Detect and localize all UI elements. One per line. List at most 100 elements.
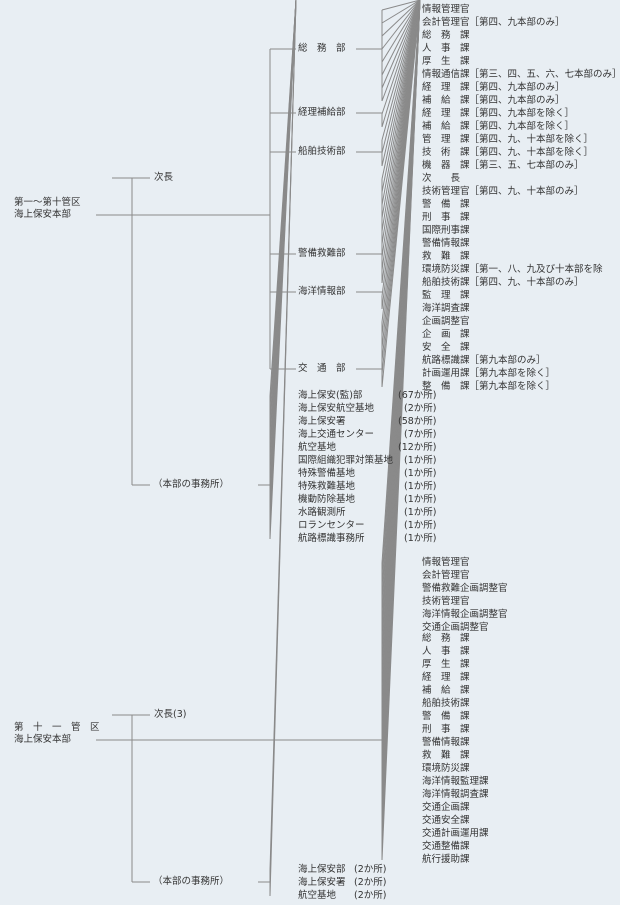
local-offices-label-2: （本部の事務所） [153, 876, 230, 887]
office-name: 海上保安(監)部 [298, 390, 363, 401]
koutsuu-item: 計画運用課［第九本部を除く］ [422, 368, 556, 379]
staff-item: 海洋情報企画調整官 [422, 609, 508, 620]
root-node-1-line2: 海上保安本部 [14, 209, 72, 220]
root-node-1-line1: 第一～第十管区 [14, 197, 81, 208]
staff-item: 情報管理官 [422, 557, 470, 568]
soumu-item: 情報管理官 [422, 4, 470, 15]
office-count: (58か所) [398, 416, 437, 427]
office-name: 水路観測所 [298, 507, 346, 518]
office-name: 航空基地 [298, 442, 337, 453]
keibi-item: 刑 事 課 [422, 212, 470, 223]
local-offices-label-1: （本部の事務所） [153, 479, 230, 490]
division-item: 環境防災課 [422, 763, 470, 774]
division-item: 船舶技術課 [422, 698, 470, 709]
office-count: (2か所) [354, 877, 387, 888]
division-item: 交通整備課 [422, 841, 470, 852]
dept-senpaku: 船舶技術部 [298, 146, 346, 157]
division-item: 交通安全課 [422, 815, 470, 826]
office-count: (1か所) [404, 481, 437, 492]
connector-line [381, 0, 421, 24]
connector-line [381, 0, 421, 37]
office-name: 機動防除基地 [298, 494, 356, 505]
office-count: (7か所) [404, 429, 437, 440]
koutsuu-item: 整 備 課［第九本部を除く］ [422, 381, 556, 392]
division-item: 経 理 課 [422, 672, 470, 683]
office-count: (1か所) [404, 468, 437, 479]
keibi-item: 救 難 課 [422, 251, 470, 262]
office-count: (1か所) [404, 533, 437, 544]
office-count: (2か所) [404, 403, 437, 414]
connector-line [381, 0, 421, 861]
division-item: 航行援助課 [422, 854, 470, 865]
office-name: 海上保安航空基地 [298, 403, 375, 414]
office-name: 海上保安部 [298, 864, 346, 875]
soumu-item: 経 理 課［第四、九本部のみ］ [422, 82, 565, 93]
soumu-item: 総 務 課 [422, 30, 470, 41]
staff-item: 技術管理官 [422, 596, 470, 607]
connector-line [381, 0, 421, 128]
division-item: 補 給 課 [422, 685, 470, 696]
office-count: (1か所) [404, 520, 437, 531]
keiri-item: 補 給 課［第四、九本部を除く］ [422, 121, 575, 132]
connector-line [381, 0, 421, 115]
office-name: 海上保安署 [298, 877, 346, 888]
division-item: 海洋情報監理課 [422, 776, 489, 787]
division-item: 警備情報課 [422, 737, 470, 748]
office-count: (1か所) [404, 494, 437, 505]
connector-line [381, 0, 421, 388]
dept-keibi: 警備救難部 [298, 248, 346, 259]
office-name: 航路標識事務所 [298, 533, 365, 544]
division-item: 総 務 課 [422, 633, 470, 644]
division-item: 交通企画課 [422, 802, 470, 813]
office-name: 海上交通センター [298, 429, 375, 440]
division-item: 交通計画運用課 [422, 828, 489, 839]
connector-line [381, 0, 421, 141]
connector-line [381, 0, 421, 102]
root-node-2-line2: 海上保安本部 [14, 734, 72, 745]
keibi-item: 技術管理官［第四、九、十本部のみ］ [422, 186, 584, 197]
vice-director-1: 次長 [154, 172, 174, 183]
koutsuu-item: 企画調整官 [422, 316, 470, 327]
division-item: 海洋情報調査課 [422, 789, 489, 800]
keibi-item: 国際刑事課 [422, 225, 470, 236]
division-item: 刑 事 課 [422, 724, 470, 735]
office-count: (2か所) [354, 864, 387, 875]
office-count: (2か所) [354, 890, 387, 901]
division-item: 救 難 課 [422, 750, 470, 761]
keibi-item: 次 長 [422, 173, 461, 184]
soumu-item: 情報通信課［第三、四、五、六、七本部のみ］ [422, 69, 620, 80]
keiri-item: 経 理 課［第四、九本部を除く］ [422, 108, 575, 119]
koutsuu-item: 企 画 課 [422, 329, 470, 340]
office-name: 特殊警備基地 [298, 468, 356, 479]
office-name: 航空基地 [298, 890, 337, 901]
connector-line [381, 0, 421, 11]
senpaku-item: 管 理 課［第四、九、十本部を除く］ [422, 134, 594, 145]
soumu-item: 会計管理官［第四、九本部のみ］ [422, 17, 565, 28]
dept-koutsuu: 交 通 部 [298, 363, 346, 374]
keibi-item: 警 備 課 [422, 199, 470, 210]
kaiyou-item: 監 理 課 [422, 290, 470, 301]
office-name: ロランセンター [298, 520, 365, 531]
kaiyou-item: 海洋調査課 [422, 303, 470, 314]
soumu-item: 厚 生 課 [422, 56, 470, 67]
vice-director-2: 次長(3) [154, 709, 187, 720]
senpaku-item: 技 術 課［第四、九、十本部を除く］ [422, 147, 594, 158]
connector-line [269, 0, 297, 897]
connector-line [381, 0, 421, 50]
soumu-item: 人 事 課 [422, 43, 470, 54]
office-count: (1か所) [404, 507, 437, 518]
root-node-2-line1: 第 十 一 管 区 [14, 722, 100, 733]
connector-line [381, 0, 421, 76]
division-item: 警 備 課 [422, 711, 470, 722]
connector-line [381, 0, 421, 63]
staff-item: 会計管理官 [422, 570, 470, 581]
dept-kaiyou: 海洋情報部 [298, 286, 346, 297]
dept-soumu: 総 務 部 [298, 43, 346, 54]
office-count: (67か所) [398, 390, 437, 401]
dept-keiri: 経理補給部 [298, 107, 346, 118]
soumu-item: 補 給 課［第四、九本部のみ］ [422, 95, 565, 106]
office-count: (1か所) [404, 455, 437, 466]
keibi-item: 環境防災課［第一、八、九及び十本部を除 [422, 264, 603, 275]
